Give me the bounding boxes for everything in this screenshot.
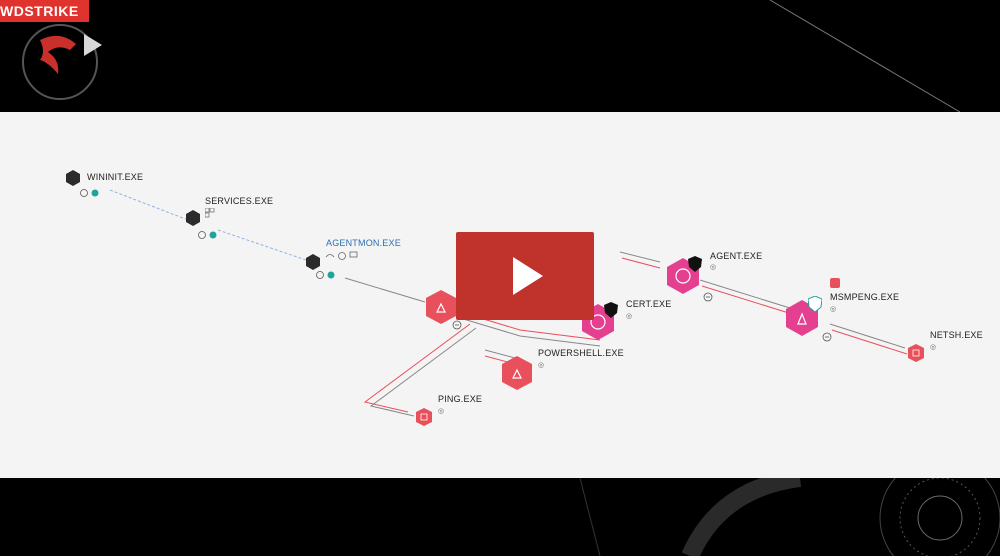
netsh-node-icon[interactable] bbox=[908, 344, 924, 362]
play-icon-small[interactable] bbox=[84, 34, 102, 56]
video-header: WDSTRIKE bbox=[0, 0, 1000, 112]
collapse-icon[interactable] bbox=[452, 320, 462, 330]
brand-wordmark: WDSTRIKE bbox=[0, 0, 89, 22]
video-play-button[interactable] bbox=[456, 232, 594, 320]
process-label-agentmon[interactable]: AGENTMON.EXE bbox=[326, 238, 401, 248]
process-label-msmpeng[interactable]: MSMPENG.EXE bbox=[830, 292, 900, 302]
process-label-powershell[interactable]: POWERSHELL.EXE bbox=[538, 348, 624, 358]
decorative-circuit bbox=[579, 478, 1000, 556]
agentmon-badges bbox=[316, 271, 335, 279]
services-badges bbox=[198, 231, 217, 239]
powershell-activity-icon: ◎ bbox=[538, 362, 545, 369]
process-label-ping[interactable]: PING.EXE bbox=[438, 394, 483, 404]
msmpeng-alert-badge bbox=[830, 278, 840, 288]
agent-collapse-icon[interactable] bbox=[703, 292, 713, 302]
msmpeng-activity-icon: ◎ bbox=[830, 306, 837, 313]
falcon-icon bbox=[40, 35, 76, 74]
hidden-process-node-icon[interactable] bbox=[426, 290, 456, 324]
process-label-services[interactable]: SERVICES.EXE bbox=[205, 196, 274, 206]
msmpeng-node-icon[interactable] bbox=[786, 300, 818, 336]
agentmon-status-icons bbox=[325, 251, 358, 260]
play-icon bbox=[513, 257, 543, 295]
ping-node-icon[interactable] bbox=[416, 408, 432, 426]
msmpeng-shield-icon bbox=[808, 296, 822, 312]
ping-activity-icon: ◎ bbox=[438, 408, 445, 415]
process-label-agent[interactable]: AGENT.EXE bbox=[710, 251, 763, 261]
video-footer bbox=[0, 478, 1000, 556]
falcon-logo-ring bbox=[22, 24, 98, 100]
agent-activity-icon: ◎ bbox=[710, 264, 717, 271]
process-label-netsh[interactable]: NETSH.EXE bbox=[930, 330, 983, 340]
powershell-node-icon[interactable] bbox=[502, 356, 532, 390]
grid-icon bbox=[205, 208, 215, 218]
netsh-activity-icon: ◎ bbox=[930, 344, 937, 351]
services-node-icon[interactable] bbox=[186, 210, 200, 226]
cert-shield-icon bbox=[604, 302, 618, 318]
agent-shield-icon bbox=[688, 256, 702, 272]
msmpeng-collapse-icon[interactable] bbox=[822, 332, 832, 342]
decorative-line bbox=[40, 0, 961, 112]
process-label-cert[interactable]: CERT.EXE bbox=[626, 299, 672, 309]
process-label-wininit[interactable]: WININIT.EXE bbox=[87, 172, 144, 182]
cert-activity-icon: ◎ bbox=[626, 313, 633, 320]
agentmon-node-icon[interactable] bbox=[306, 254, 320, 270]
wininit-badges bbox=[80, 189, 99, 197]
wininit-node-icon[interactable] bbox=[66, 170, 80, 186]
